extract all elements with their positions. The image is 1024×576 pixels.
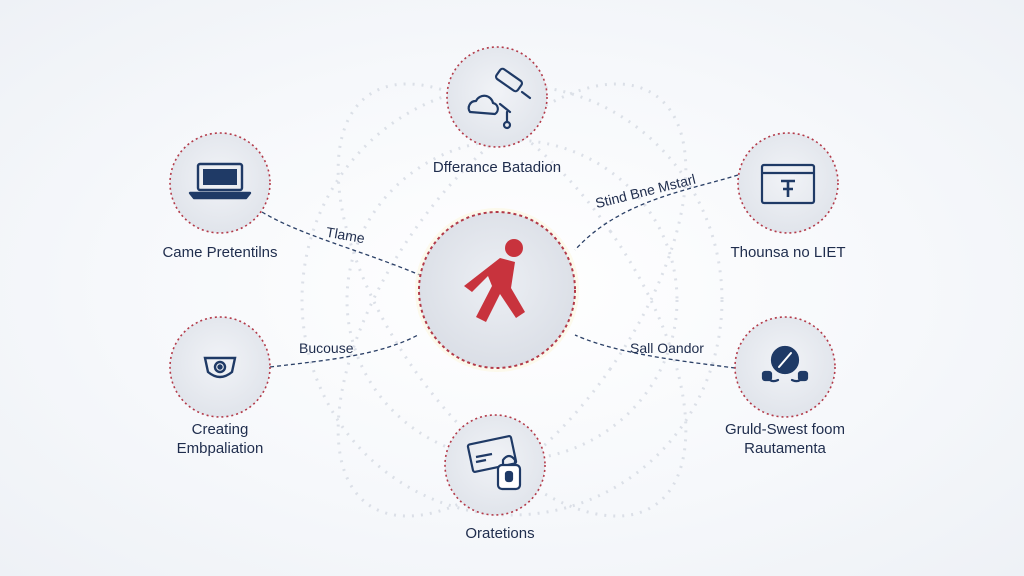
label-lower-right: Gruld-Swest foom Rautamenta: [724, 421, 846, 457]
node-bottom[interactable]: [444, 414, 546, 516]
label-upper-left: Came Pretentilns: [162, 244, 278, 261]
label-bottom: Oratetions: [465, 525, 535, 542]
connectors: [261, 174, 739, 369]
node-upper-left[interactable]: [169, 132, 271, 234]
compass-hands-icon: [761, 345, 809, 383]
center-hub[interactable]: [415, 208, 579, 372]
laptop-icon: [188, 162, 252, 200]
plug-cloud-icon: [467, 67, 532, 130]
node-upper-right[interactable]: [737, 132, 839, 234]
node-lower-right[interactable]: [734, 316, 836, 418]
connector-label-lower-left: Bucouse: [299, 340, 354, 356]
connector-upper-right: [574, 174, 739, 251]
label-upper-right: Thounsa no LIET: [730, 244, 846, 261]
card-lock-icon: [466, 435, 522, 491]
walking-person-icon: [464, 239, 525, 322]
node-top[interactable]: [446, 46, 548, 148]
shield-badge-icon: [203, 356, 237, 379]
connector-lower-right: [574, 334, 736, 369]
browser-window-icon: [760, 163, 816, 205]
connector-upper-left: [261, 211, 421, 276]
label-top: Dfferance Batadion: [432, 159, 562, 176]
connector-label-lower-right: Sall Oandor: [630, 340, 704, 356]
label-lower-left: Creating Embpaliation: [176, 421, 264, 457]
node-lower-left[interactable]: [169, 316, 271, 418]
